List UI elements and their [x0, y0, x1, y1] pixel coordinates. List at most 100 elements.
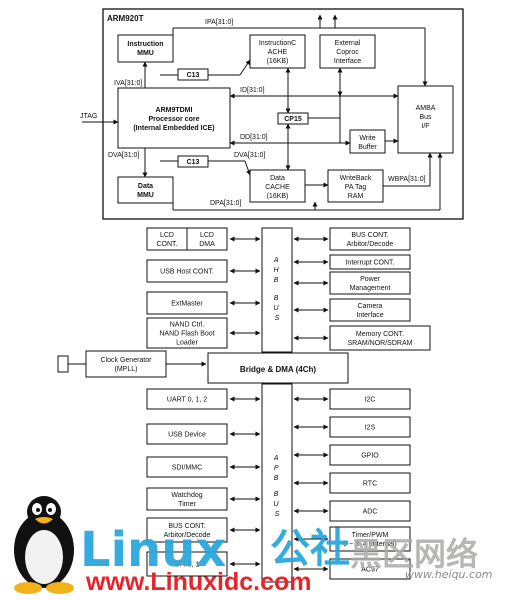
ahb-left-peripheral: ExtMaster	[146, 291, 228, 315]
svg-text:BUS CONT.Arbitor/Decode: BUS CONT.Arbitor/Decode	[164, 523, 211, 539]
svg-text:RTC: RTC	[363, 481, 377, 488]
ahb-bus-column: A H B B U S	[261, 227, 293, 353]
svg-text:AC97: AC97	[361, 567, 379, 574]
apb-left-peripheral: UART 0, 1, 2	[146, 388, 228, 410]
svg-text:C13: C13	[187, 159, 200, 166]
svg-text:UART 0, 1, 2: UART 0, 1, 2	[167, 397, 207, 404]
cp15-block: CP15	[277, 112, 309, 125]
ahb-right-peripheral: Interrupt CONT.	[329, 254, 411, 270]
apb-right-peripheral: AC97	[329, 558, 411, 580]
apb-right-peripheral: I2S	[329, 416, 411, 438]
dva-left-label: DVA[31:0]	[108, 152, 139, 159]
svg-text:BUS CONT.Arbitor/Decode: BUS CONT.Arbitor/Decode	[347, 232, 394, 248]
watermark-url: www.Linuxidc.com	[85, 568, 312, 596]
wbpa-label: WBPA[31:0]	[388, 176, 426, 183]
svg-text:Interrupt CONT.: Interrupt CONT.	[345, 260, 394, 267]
svg-text:I2C: I2C	[365, 397, 376, 404]
c13-bottom-block: C13	[177, 155, 209, 168]
arm920t-title: ARM920T	[107, 14, 144, 23]
svg-text:ExtMaster: ExtMaster	[171, 301, 203, 308]
svg-text:A H B B: A H B B U S	[273, 257, 281, 322]
apb-right-peripheral: ADC	[329, 500, 411, 522]
svg-text:Memory CONT.SRAM/NOR/SDRAM: Memory CONT.SRAM/NOR/SDRAM	[348, 331, 413, 347]
apb-right-peripheral: RTC	[329, 472, 411, 494]
apb-left-peripheral: USB Device	[146, 423, 228, 445]
svg-text:C13: C13	[187, 72, 200, 79]
ahb-right-peripheral: BUS CONT.Arbitor/Decode	[329, 227, 411, 251]
svg-text:GPIO: GPIO	[361, 453, 379, 460]
ahb-right-peripheral: Memory CONT.SRAM/NOR/SDRAM	[329, 325, 431, 351]
arm920t-frame	[102, 8, 464, 220]
watermark: Linux 公社 www.Linuxidc.com 黑区网络 www.heiqu…	[14, 496, 493, 596]
watermark-linux: Linux	[80, 522, 226, 578]
jtag-label: JTAG	[80, 113, 97, 120]
svg-text:ADC: ADC	[363, 509, 378, 516]
dpa-label: DPA[31:0]	[210, 200, 241, 207]
iva-label: IVA[31:0]	[114, 80, 142, 87]
clock-generator-block: Clock Generator(MPLL)	[57, 350, 207, 378]
dva-right-label: DVA[31:0]	[234, 152, 265, 159]
svg-text:CP15: CP15	[284, 116, 302, 123]
tux-penguin-logo	[14, 496, 74, 594]
watermark-heiqu-cn: 黑区网络	[350, 535, 478, 573]
dd-label: DD[31:0]	[240, 134, 268, 141]
apb-right-peripheral: GPIO	[329, 444, 411, 466]
svg-text:USB Device: USB Device	[168, 432, 206, 439]
svg-text:USB Host CONT.: USB Host CONT.	[160, 269, 214, 276]
watermark-gongshe: 公社	[270, 526, 350, 572]
watermark-heiqu-url: www.heiqu.com	[405, 568, 493, 581]
c13-top-block: C13	[177, 68, 209, 81]
apb-bus-column: A P B B U S	[261, 383, 293, 583]
svg-text:SDI/MMC: SDI/MMC	[172, 465, 202, 472]
ahb-left-peripheral: USB Host CONT.	[146, 259, 228, 283]
apb-right-peripheral: I2C	[329, 388, 411, 410]
svg-text:SPI 0, 1: SPI 0, 1	[175, 562, 200, 569]
apb-left-peripheral: BUS CONT.Arbitor/Decode	[146, 517, 228, 543]
svg-text:Clock Generator(MPLL): Clock Generator(MPLL)	[101, 357, 153, 373]
svg-text:I2S: I2S	[365, 425, 376, 432]
ipa-label: IPA[31:0]	[205, 19, 233, 26]
bridge-dma-block: Bridge & DMA (4Ch)	[207, 352, 349, 384]
id-label: ID[31:0]	[240, 87, 265, 94]
apb-left-peripheral: SDI/MMC	[146, 456, 228, 478]
core-bus-lines	[82, 14, 443, 211]
svg-text:A P B B: A P B B U S	[273, 455, 281, 518]
